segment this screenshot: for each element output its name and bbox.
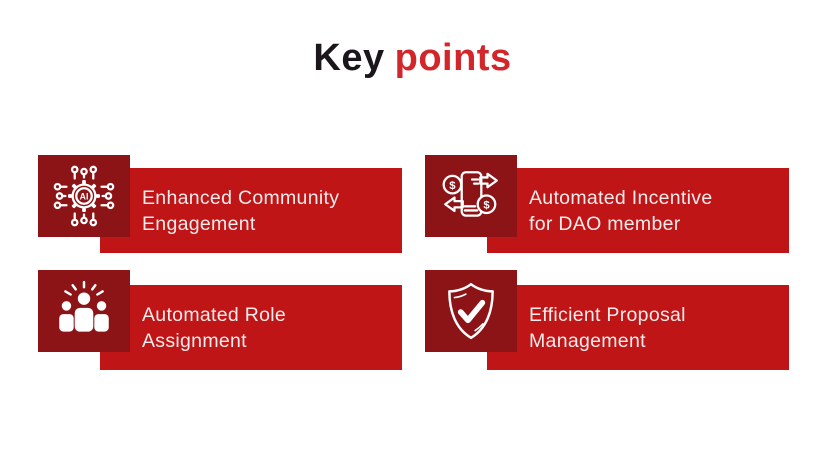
card-icon-tile: AI — [38, 155, 130, 237]
svg-text:$: $ — [483, 199, 490, 211]
card-label-bar: Automated Incentive for DAO member — [487, 168, 789, 253]
card-label: Enhanced Community Engagement — [142, 186, 340, 235]
svg-text:$: $ — [449, 180, 456, 192]
card-label-bar: Enhanced Community Engagement — [100, 168, 402, 253]
card-icon-tile — [38, 270, 130, 352]
page-title: Key points — [0, 37, 825, 80]
card-icon-tile — [425, 270, 517, 352]
title-red-part: points — [394, 37, 512, 79]
card-label: Automated Incentive for DAO member — [529, 186, 713, 235]
money-transfer-icon: $ $ — [442, 171, 498, 217]
ai-network-icon: AI — [53, 165, 115, 227]
team-star-icon — [59, 280, 109, 332]
card-label-bar: Efficient Proposal Management — [487, 285, 789, 370]
card-icon-tile: $ $ — [425, 155, 517, 237]
card-label: Efficient Proposal Management — [529, 303, 686, 352]
svg-text:AI: AI — [80, 192, 89, 202]
title-black-part: Key — [313, 37, 385, 79]
card-label: Automated Role Assignment — [142, 303, 287, 352]
card-label-bar: Automated Role Assignment — [100, 285, 402, 370]
shield-check-icon — [448, 282, 494, 340]
